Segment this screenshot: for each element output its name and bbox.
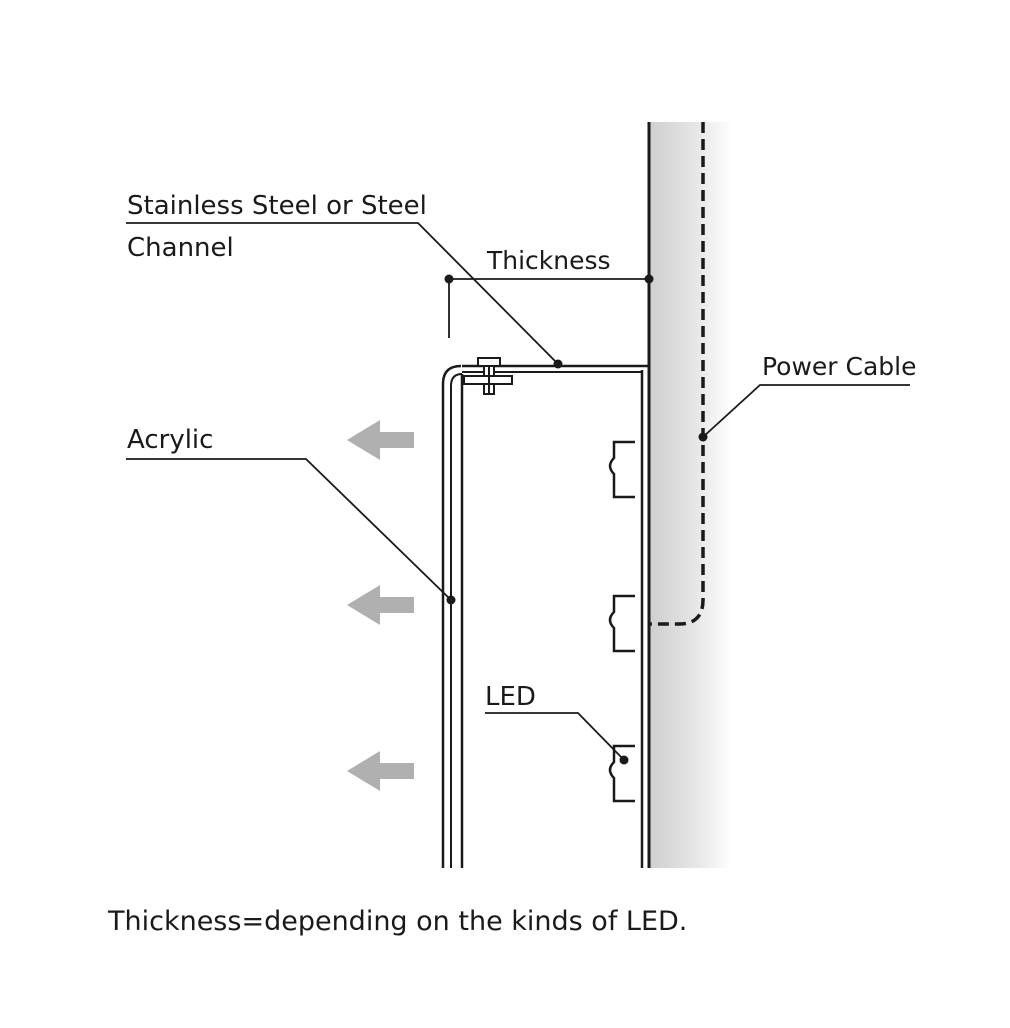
- thickness-dot-right: [644, 274, 654, 284]
- fastener-screw: [463, 357, 513, 395]
- channel-label-line1: Stainless Steel or Steel: [127, 191, 427, 221]
- led-module-1: [608, 440, 635, 499]
- acrylic-label: Acrylic: [127, 425, 214, 455]
- led-label: LED: [485, 682, 536, 712]
- acrylic-face-outer: [441, 364, 462, 868]
- channel-leader-dot: [553, 359, 563, 369]
- led-module-3: [608, 744, 635, 803]
- light-arrow-3: [347, 751, 414, 791]
- power-cable-leader-dot: [698, 432, 708, 442]
- light-arrow-1: [347, 420, 414, 460]
- power-cable-label: Power Cable: [762, 352, 917, 381]
- thickness-dot-left: [444, 274, 454, 284]
- led-module-2: [608, 594, 635, 653]
- channel-label-line2: Channel: [127, 233, 234, 263]
- power-cable-leader-line: [702, 384, 910, 438]
- channel-leader-line: [126, 222, 559, 365]
- acrylic-leader-line: [126, 458, 452, 601]
- footnote-caption: Thickness=depending on the kinds of LED.: [108, 906, 688, 937]
- led-leader-line: [485, 712, 625, 761]
- light-arrow-2: [347, 585, 414, 625]
- wall-shading: [650, 122, 732, 868]
- power-cable: [650, 122, 705, 626]
- acrylic-leader-dot: [446, 595, 456, 605]
- led-leader-dot: [619, 755, 629, 765]
- acrylic-face-inner: [450, 373, 463, 868]
- thickness-label: Thickness: [487, 246, 611, 275]
